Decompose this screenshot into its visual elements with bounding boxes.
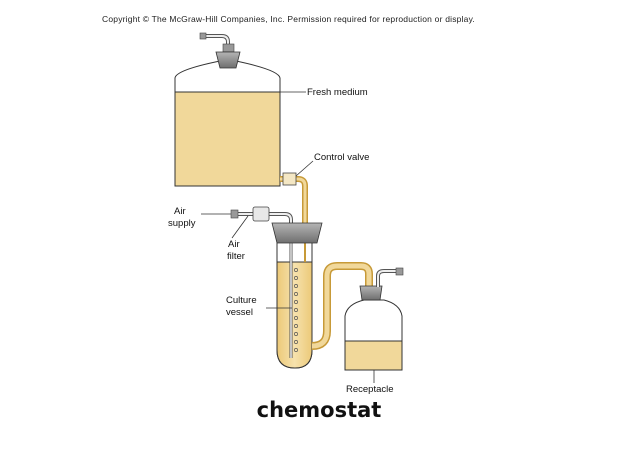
- label-control-valve: Control valve: [314, 152, 369, 163]
- label-culture-vessel-line1: Culture: [226, 295, 257, 306]
- label-air-filter-line1: Air: [228, 239, 240, 250]
- label-air-filter-line2: filter: [227, 251, 245, 262]
- label-air-supply-line2: supply: [168, 218, 196, 229]
- medium-reservoir: [174, 51, 306, 187]
- control-valve: [280, 160, 314, 238]
- copyright-notice: Copyright © The McGraw-Hill Companies, I…: [102, 14, 475, 24]
- air-filter: [252, 206, 270, 222]
- receptacle-cap: [359, 285, 383, 301]
- top-inlet-tube: [199, 32, 235, 53]
- label-receptacle: Receptacle: [346, 384, 394, 395]
- culture-vessel: [266, 222, 323, 369]
- receptacle-bottle: [344, 267, 404, 383]
- air-supply-tube: [201, 206, 293, 239]
- overflow-tube: [311, 262, 373, 350]
- label-fresh-medium: Fresh medium: [307, 87, 368, 98]
- label-culture-vessel-line2: vessel: [226, 307, 253, 318]
- reservoir-cap: [215, 51, 241, 69]
- culture-vessel-cap: [271, 222, 323, 244]
- caption-title: chemostat: [256, 398, 382, 422]
- label-air-supply-line1: Air: [174, 206, 186, 217]
